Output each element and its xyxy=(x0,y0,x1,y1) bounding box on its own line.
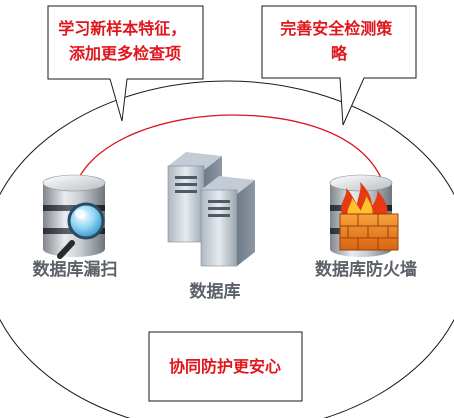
database-firewall-icon xyxy=(329,174,399,257)
database-label: 数据库 xyxy=(190,281,241,302)
server-towers-icon xyxy=(167,152,255,267)
callout-right-box xyxy=(261,5,417,126)
callout-right-text: 完善安全检测策 略 xyxy=(280,19,398,63)
bottom-box-text: 协同防护更安心 xyxy=(169,357,281,376)
callout-left: 学习新样本特征， 添加更多检查项 xyxy=(47,5,204,122)
scanner-label: 数据库漏扫 xyxy=(33,259,118,280)
outer-ellipse xyxy=(0,80,454,418)
firewall-label: 数据库防火墙 xyxy=(315,259,417,280)
bottom-box: 协同防护更安心 xyxy=(148,331,303,402)
database-magnifier-icon xyxy=(42,174,106,259)
callout-left-text: 学习新样本特征， 添加更多检查项 xyxy=(58,19,192,63)
callout-right-line-1: 完善安全检测策 xyxy=(280,19,393,38)
red-link-arc xyxy=(74,114,383,187)
callout-left-line-1: 学习新样本特征， xyxy=(58,19,186,38)
callout-left-box xyxy=(47,5,204,122)
callout-right: 完善安全检测策 略 xyxy=(261,5,417,126)
callout-right-line-2: 略 xyxy=(331,44,348,63)
callout-left-line-2: 添加更多检查项 xyxy=(69,44,181,63)
